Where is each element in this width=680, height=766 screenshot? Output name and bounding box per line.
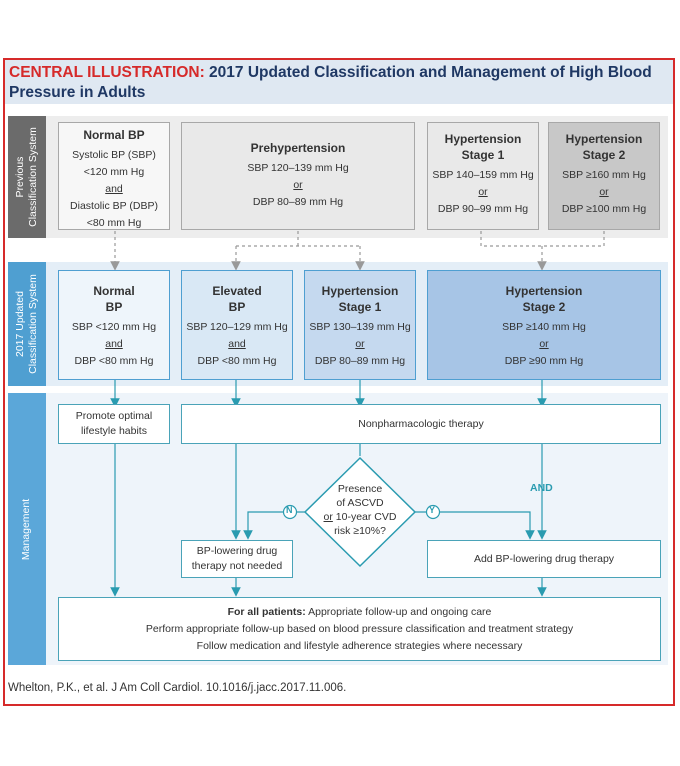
side-label-previous: Previous Classification System: [8, 116, 46, 238]
new-stage2-heading: Hypertension Stage 2: [505, 284, 583, 314]
new-stage1-line1: SBP 130–139 mm Hg: [309, 321, 411, 333]
side-label-updated: 2017 Updated Classification System: [8, 262, 46, 386]
new-elevated-line1: SBP 120–129 mm Hg: [186, 321, 288, 333]
prev-stage1-box: Hypertension Stage 1 SBP 140–159 mm Hg o…: [427, 122, 539, 230]
drug-not-needed-text: BP-lowering drug therapy not needed: [191, 545, 283, 572]
new-stage2-line2: DBP ≥90 mm Hg: [504, 355, 584, 367]
prev-prehyp-line2: DBP 80–89 mm Hg: [252, 196, 344, 208]
new-elevated-bp-box: Elevated BP SBP 120–129 mm Hg and DBP <8…: [181, 270, 293, 380]
prev-stage2-heading: Hypertension Stage 2: [565, 132, 643, 162]
add-drug-therapy-box: Add BP-lowering drug therapy: [427, 540, 661, 578]
new-normal-heading: Normal BP: [93, 284, 135, 314]
prev-normal-bp-box: Normal BP Systolic BP (SBP) <120 mm Hg a…: [58, 122, 170, 230]
prev-normal-line4: <80 mm Hg: [86, 217, 142, 229]
prev-prehypertension-box: Prehypertension SBP 120–139 mm Hg or DBP…: [181, 122, 415, 230]
ascvd-decision: Presence of ASCVD or 10-year CVD risk ≥1…: [318, 482, 402, 538]
new-normal-and: and: [105, 338, 123, 350]
prev-normal-and: and: [105, 183, 123, 195]
side-label-management: Management: [8, 393, 46, 665]
prev-stage1-or: or: [478, 186, 488, 198]
new-stage2-box: Hypertension Stage 2 SBP ≥140 mm Hg or D…: [427, 270, 661, 380]
add-drug-therapy-text: Add BP-lowering drug therapy: [473, 552, 615, 565]
nonpharm-therapy-text: Nonpharmacologic therapy: [358, 417, 484, 430]
new-stage2-or: or: [539, 338, 549, 350]
yes-branch-label: Y: [429, 505, 436, 515]
title-bar: [5, 60, 673, 104]
new-elevated-line2: DBP <80 mm Hg: [197, 355, 277, 367]
new-normal-bp-box: Normal BP SBP <120 mm Hg and DBP <80 mm …: [58, 270, 170, 380]
prev-prehyp-line1: SBP 120–139 mm Hg: [247, 162, 349, 174]
promote-lifestyle-text: Promote optimal lifestyle habits: [75, 410, 153, 437]
title-rest: 2017 Updated Classification and Manageme…: [9, 64, 652, 101]
prev-stage2-line1: SBP ≥160 mm Hg: [562, 169, 646, 181]
new-stage1-or: or: [355, 338, 365, 350]
new-stage1-heading: Hypertension Stage 1: [321, 284, 399, 314]
all-patients-bold: For all patients:: [227, 605, 306, 618]
prev-prehyp-or: or: [293, 179, 303, 191]
decision-line3: 10-year CVD: [332, 511, 397, 523]
new-stage1-box: Hypertension Stage 1 SBP 130–139 mm Hg o…: [304, 270, 416, 380]
new-stage2-line1: SBP ≥140 mm Hg: [502, 321, 586, 333]
all-patients-line3: Follow medication and lifestyle adherenc…: [196, 639, 523, 652]
no-branch-label: N: [286, 505, 293, 515]
illustration-title: CENTRAL ILLUSTRATION: 2017 Updated Class…: [9, 63, 669, 103]
nonpharm-therapy-box: Nonpharmacologic therapy: [181, 404, 661, 444]
new-elevated-and: and: [228, 338, 246, 350]
prev-stage2-box: Hypertension Stage 2 SBP ≥160 mm Hg or D…: [548, 122, 660, 230]
and-label: AND: [530, 482, 553, 494]
new-normal-line2: DBP <80 mm Hg: [74, 355, 154, 367]
prev-normal-line2: <120 mm Hg: [83, 166, 145, 178]
prev-normal-line1: Systolic BP (SBP): [72, 149, 156, 161]
decision-line1: Presence: [337, 483, 383, 495]
prev-stage1-heading: Hypertension Stage 1: [444, 132, 522, 162]
prev-prehyp-heading: Prehypertension: [250, 141, 346, 155]
decision-or: or: [323, 511, 333, 523]
decision-line2: of ASCVD: [336, 497, 384, 509]
prev-stage1-line1: SBP 140–159 mm Hg: [432, 169, 534, 181]
citation: Whelton, P.K., et al. J Am Coll Cardiol.…: [8, 682, 347, 694]
prev-stage2-line2: DBP ≥100 mm Hg: [561, 203, 647, 215]
decision-line4: risk ≥10%?: [334, 525, 386, 537]
prev-normal-heading: Normal BP: [83, 128, 145, 142]
new-normal-line1: SBP <120 mm Hg: [71, 321, 157, 333]
title-lead: CENTRAL ILLUSTRATION:: [9, 64, 205, 81]
new-elevated-heading: Elevated BP: [212, 284, 262, 314]
all-patients-rest: Appropriate follow-up and ongoing care: [305, 605, 492, 618]
all-patients-box: For all patients: Appropriate follow-up …: [58, 597, 661, 661]
prev-stage1-line2: DBP 90–99 mm Hg: [437, 203, 529, 215]
all-patients-line2: Perform appropriate follow-up based on b…: [145, 622, 574, 635]
all-patients-line1: For all patients: Appropriate follow-up …: [228, 604, 492, 621]
prev-normal-line3: Diastolic BP (DBP): [70, 200, 158, 212]
prev-stage2-or: or: [599, 186, 609, 198]
promote-lifestyle-box: Promote optimal lifestyle habits: [58, 404, 170, 444]
new-stage1-line2: DBP 80–89 mm Hg: [314, 355, 406, 367]
drug-not-needed-box: BP-lowering drug therapy not needed: [181, 540, 293, 578]
